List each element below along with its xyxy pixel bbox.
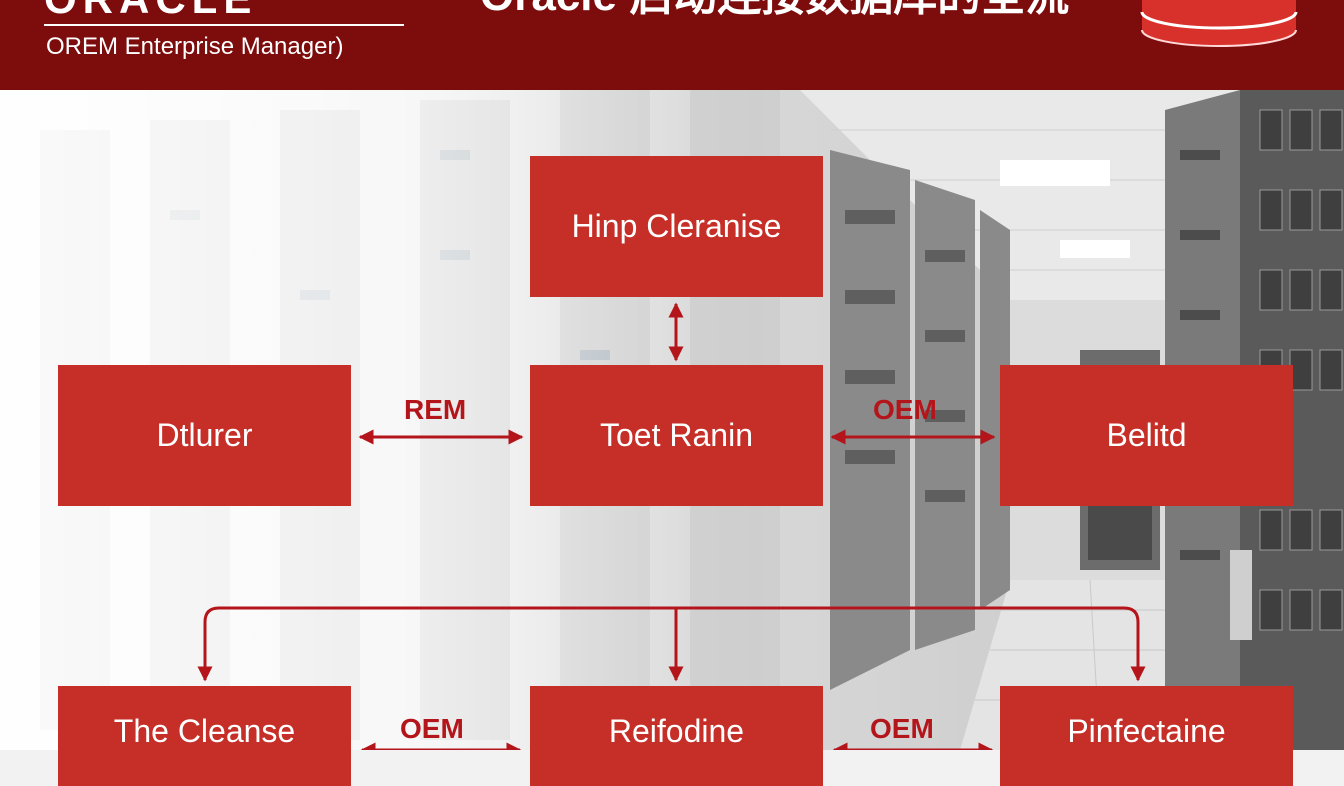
arrow-branch-bus [197,606,1146,682]
database-icon [1140,0,1298,47]
logo-divider [44,24,404,26]
label-bottom-center-right: OEM [870,713,934,744]
oracle-logo: ORACLE [44,0,257,20]
label-bottom-left-center: OEM [400,713,464,744]
node-top: Hinp Cleranise [530,156,823,297]
header-subtitle: OREM Enterprise Manager) [46,33,344,60]
label-center-right: OEM [873,394,937,425]
node-right: Belitd [1000,365,1293,506]
connector-arrows [197,302,1146,750]
label-left-center: REM [404,394,467,425]
node-left: Dtlurer [58,365,351,506]
node-center: Toet Ranin [530,365,823,506]
header-title: Oracle 启动连接数据库的全流 [480,0,1069,18]
header-banner: ORACLE OREM Enterprise Manager) Oracle 启… [0,0,1344,90]
